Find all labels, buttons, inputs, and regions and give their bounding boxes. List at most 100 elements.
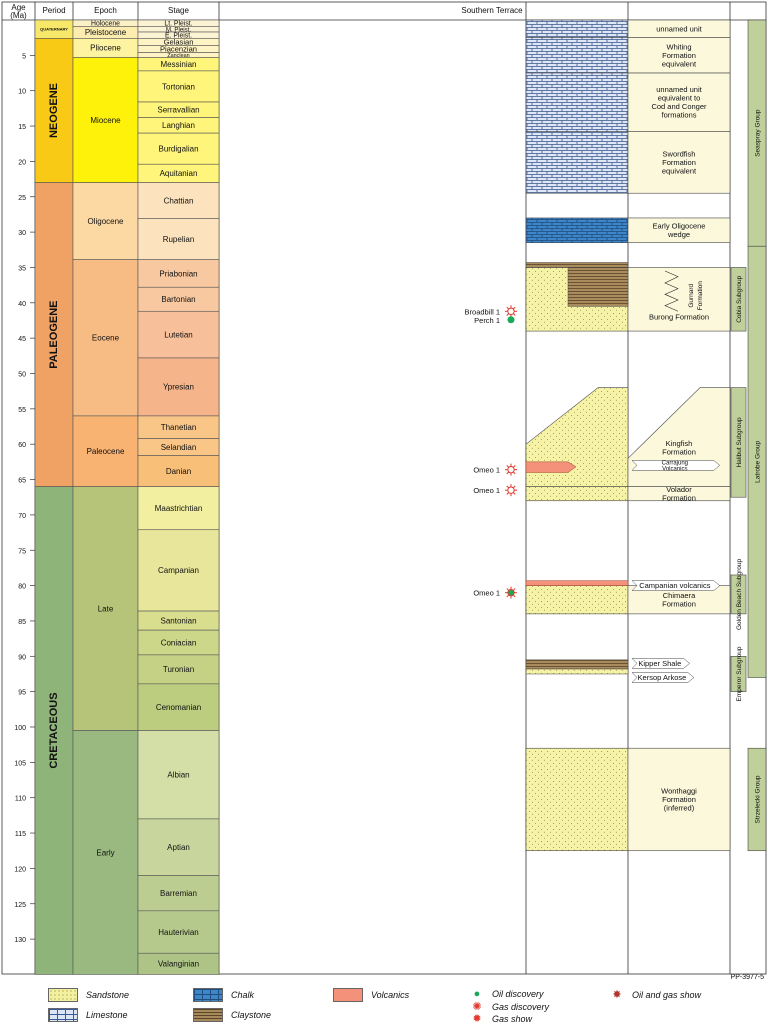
epoch — [72, 182, 139, 260]
stage — [137, 910, 220, 954]
well-label: Omeo 1 — [473, 589, 500, 598]
lithology-block — [525, 19, 629, 38]
age-tick-label: 60 — [18, 442, 26, 449]
unit-name-box — [627, 131, 731, 194]
epoch — [72, 730, 139, 975]
age-tick-label: 65 — [18, 478, 26, 485]
group-bar — [747, 747, 767, 852]
epoch — [72, 259, 139, 417]
stage-label: Chattian — [164, 196, 194, 205]
stage-label: Tortonian — [162, 82, 195, 91]
stage — [137, 259, 220, 288]
unit-name-box — [627, 267, 731, 332]
age-tick-label: 50 — [18, 372, 26, 379]
stage — [137, 875, 220, 912]
unit-label: equivalent to — [658, 94, 701, 103]
legend-label: Limestone — [86, 1010, 128, 1020]
stage-label: Thanetian — [161, 423, 197, 432]
stage-label: Cenomanian — [156, 703, 201, 712]
oil-and-gas-show-icon — [505, 586, 517, 599]
core — [507, 486, 515, 494]
unit-label: Wonthaggi — [661, 786, 697, 795]
header-period: Period — [42, 6, 65, 15]
epoch — [72, 415, 139, 487]
stage-label: Serravallian — [157, 106, 199, 115]
age-tick-label: 115 — [15, 831, 26, 838]
core — [507, 465, 515, 474]
legend-item: ●Oil discovery — [470, 988, 544, 1000]
unit-label: Volador — [666, 485, 692, 494]
unit-label: unnamed unit — [656, 24, 702, 33]
well-label: Perch 1 — [474, 316, 500, 325]
oil-and-gas-show-icon: ✸ — [612, 989, 622, 1001]
age-tick-label: 100 — [14, 725, 26, 732]
unit-label: Kersop Arkose — [638, 673, 687, 682]
legend-swatch — [333, 988, 363, 1002]
legend-label: Chalk — [231, 990, 255, 1000]
claystone-bed — [525, 659, 629, 670]
stage-label: Burdigalian — [158, 144, 198, 153]
stage-label: Ypresian — [163, 383, 194, 392]
stage-label: Hauterivian — [158, 928, 198, 937]
unit-label: (inferred) — [664, 803, 695, 812]
lithology-block — [525, 486, 629, 502]
unit-name-box — [627, 486, 731, 502]
period-label: NEOGENE — [48, 83, 60, 138]
oil-discovery-icon — [507, 316, 515, 324]
unit-label: unnamed unit — [656, 85, 702, 94]
legend-item: Limestone — [48, 1008, 128, 1022]
unit-name-box — [627, 217, 731, 244]
unit-label: wedge — [667, 230, 690, 239]
well-label: Omeo 1 — [473, 466, 500, 475]
lithology-block — [525, 585, 629, 615]
epoch-label: Holocene — [91, 21, 120, 28]
group-bar — [730, 387, 747, 498]
unit-name-box — [627, 72, 731, 133]
stage — [137, 218, 220, 260]
gas-discovery-icon — [505, 305, 517, 318]
unit-label: Formation — [662, 599, 696, 608]
stage — [137, 629, 220, 656]
stage-label: Bartonian — [161, 295, 195, 304]
stage-label: Zanclean — [167, 53, 189, 59]
unit-label: Chimaera — [663, 591, 696, 600]
period-label: QUATERNARY — [40, 27, 68, 32]
group-label: Emperor Subgroup — [736, 646, 743, 701]
label-arrow — [631, 658, 690, 669]
legend-swatch — [193, 988, 223, 1002]
legend-item: ✸Oil and gas show — [610, 988, 701, 1001]
label-arrow — [631, 672, 695, 683]
stage-label: Piacenzian — [160, 45, 197, 54]
claystone-tongue — [567, 267, 629, 307]
legend-label: Gas discovery — [492, 1001, 550, 1012]
well-label: Omeo 1 — [473, 486, 500, 495]
gas-show-icon: ✹ — [472, 1013, 482, 1025]
legend-item: ✹Gas show — [470, 1012, 532, 1025]
age-tick-label: 110 — [15, 796, 26, 803]
epoch-label: Pliocene — [90, 44, 121, 53]
stage-label: Lt. Pleist. — [164, 21, 192, 28]
unit-name-box — [627, 747, 731, 852]
facies-contact — [664, 270, 679, 312]
group-label: Seaspray Group — [755, 109, 762, 157]
age-tick-label: 75 — [18, 548, 26, 555]
stage — [137, 357, 220, 417]
group-label: Cobia Subgroup — [736, 275, 743, 322]
stage — [137, 683, 220, 731]
epoch-label: Eocene — [92, 334, 120, 343]
age-tick-label: 10 — [18, 89, 26, 96]
group-label: Strzelecki Group — [755, 775, 762, 823]
header-age: Age — [11, 3, 26, 12]
age-tick-label: 15 — [18, 124, 26, 131]
stage — [137, 529, 220, 612]
epoch-label: Pleistocene — [85, 28, 127, 37]
period-label: PALEOGENE — [48, 300, 60, 368]
lithology-block — [525, 131, 629, 194]
stage-label: Gelasian — [164, 38, 194, 47]
period — [34, 38, 74, 183]
lithology-block — [525, 72, 629, 133]
stage — [137, 486, 220, 531]
age-tick-label: 45 — [18, 336, 26, 343]
gas-discovery-icon — [505, 463, 517, 476]
unit-label: Kipper Shale — [638, 659, 681, 668]
